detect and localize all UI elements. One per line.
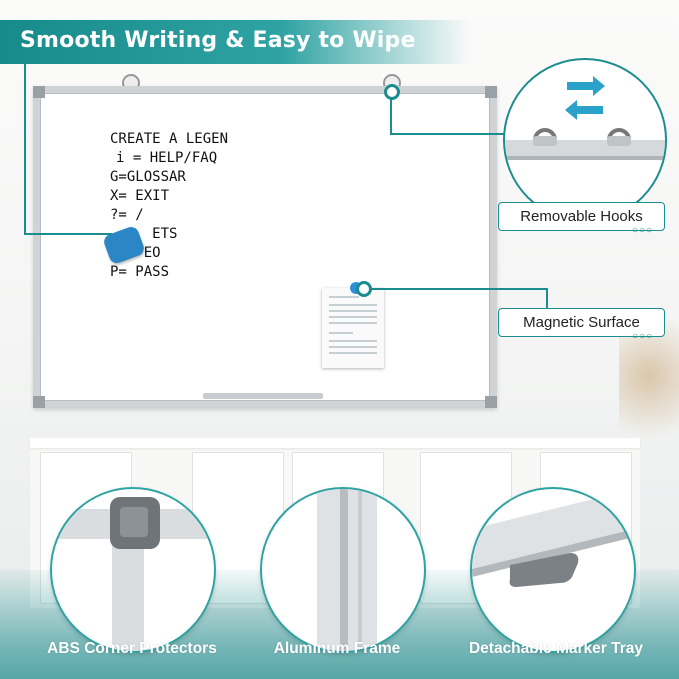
magnet-pinned-paper (322, 288, 384, 368)
callout-removable-hooks: Removable Hooks (498, 202, 665, 231)
arrow-left-icon (565, 100, 603, 120)
leader-line (24, 233, 112, 235)
marker-tray-illustration (472, 489, 634, 587)
pill-dots: ○○○ (632, 331, 654, 342)
corner-protector (33, 86, 45, 98)
corner-protector (33, 396, 45, 408)
feature-circle-marker-tray (470, 487, 636, 653)
handwriting-line: P= PASS (110, 264, 170, 280)
caption-corner-protectors: ABS Corner Protectors (47, 640, 217, 657)
handwriting-line: CREATE A LEGEN (110, 131, 229, 147)
corner-protector (485, 86, 497, 98)
leader-line (390, 133, 505, 135)
marker-tray (203, 393, 323, 399)
feature-circle-aluminum-frame (260, 487, 426, 653)
caption-marker-tray: Detachable Marker Tray (468, 640, 644, 657)
callout-dot (384, 84, 400, 100)
callout-magnetic-surface: Magnetic Surface (498, 308, 665, 337)
pill-dots: ○○○ (632, 225, 654, 236)
handwriting-line: G=GLOSSAR (110, 169, 186, 185)
arrow-right-icon (567, 76, 605, 96)
banner-title: Smooth Writing & Easy to Wipe (20, 28, 416, 53)
leader-line (24, 62, 26, 234)
caption-aluminum-frame: Aluminum Frame (273, 640, 401, 657)
leader-line (546, 288, 548, 310)
handwriting-line: i = HELP/FAQ (116, 150, 218, 166)
aluminum-frame-illustration (317, 489, 377, 651)
callout-dot (356, 281, 372, 297)
board-handwriting: CREATE A LEGEN i = HELP/FAQ G=GLOSSAR X=… (110, 130, 228, 282)
feature-circle-corner-protectors (50, 487, 216, 653)
hooks-detail-circle (503, 58, 667, 222)
decor-plant (619, 320, 679, 460)
corner-protector-illustration (52, 497, 214, 651)
handwriting-line: ?= / (110, 207, 144, 223)
handwriting-line: X= EXIT (110, 188, 170, 204)
leader-line (390, 92, 392, 134)
hooks-detail-illustration (505, 76, 665, 160)
leader-line (362, 288, 547, 290)
corner-protector (485, 396, 497, 408)
title-banner (0, 20, 470, 64)
bookshelf-top (30, 438, 640, 448)
handwriting-line: ETS (110, 226, 178, 242)
